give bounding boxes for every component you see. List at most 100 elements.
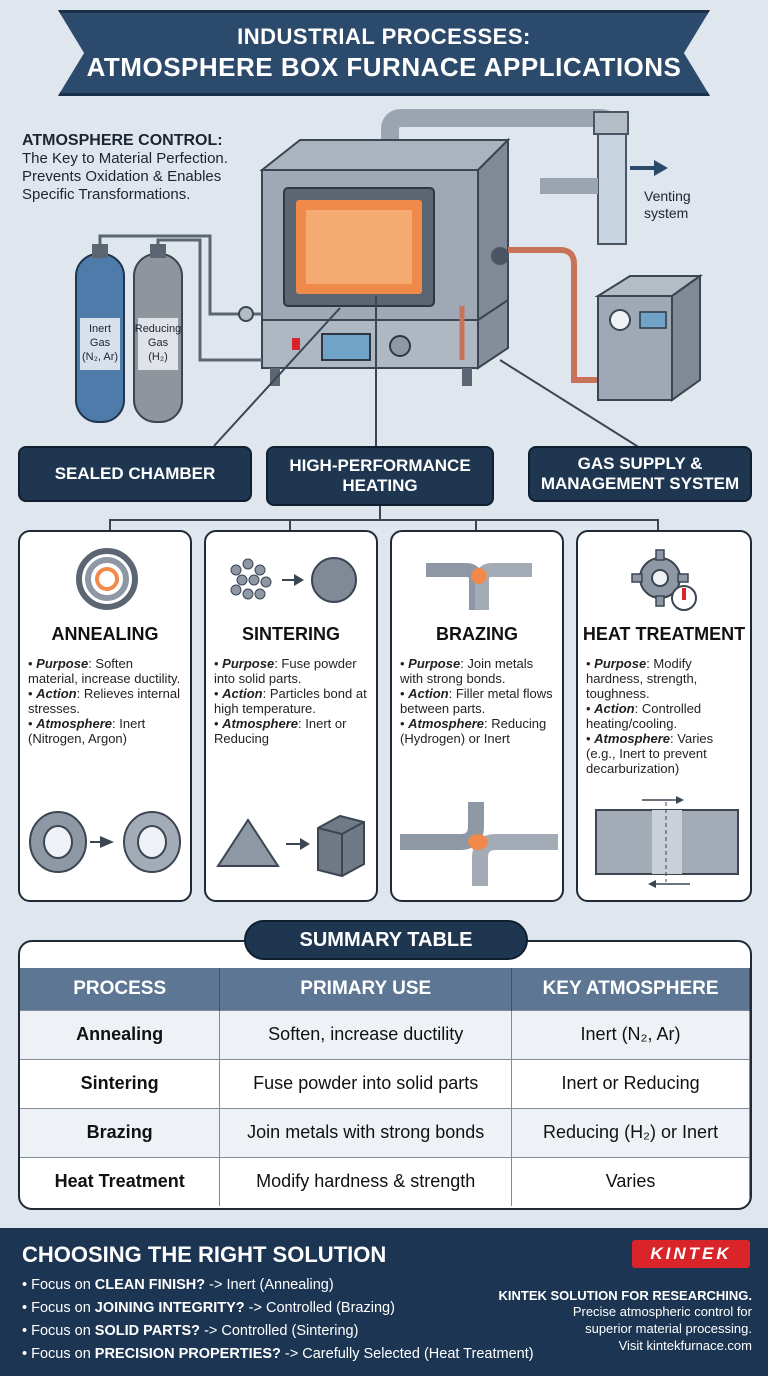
furnace-leg-right (462, 368, 472, 386)
title-banner: INDUSTRIAL PROCESSES: ATMOSPHERE BOX FUR… (58, 10, 710, 96)
summary-table-box: PROCESS PRIMARY USE KEY ATMOSPHERE Annea… (18, 940, 752, 1210)
list-item: • Focus on CLEAN FINISH? -> Inert (Annea… (22, 1277, 334, 1293)
reducing-gas-label-bg (138, 318, 178, 370)
list-item: • Action: Particles bond at high tempera… (214, 686, 367, 716)
vent-arrow-head (654, 160, 668, 176)
callout-gas-line-2: MANAGEMENT SYSTEM (540, 474, 740, 493)
kintek-tagline: KINTEK SOLUTION FOR RESEARCHING. Precise… (498, 1288, 752, 1354)
card-annealing: ANNEALING • Purpose: Soften material, in… (18, 530, 192, 902)
branch-line-main (109, 519, 659, 536)
table-row: Annealing Soften, increase ductility Ine… (20, 1009, 750, 1059)
table-cell: Annealing (20, 1009, 221, 1059)
chamber-glow-inner (306, 210, 412, 284)
inert-cylinder-valve (92, 244, 108, 258)
table-row: Heat Treatment Modify hardness & strengt… (20, 1156, 750, 1206)
intro-heading: ATMOSPHERE CONTROL: (22, 132, 223, 149)
reducing-gas-label-3: (H₂) (148, 351, 168, 363)
table-cell: Inert (N₂, Ar) (511, 1009, 750, 1059)
ring-transform-icon (29, 811, 181, 873)
gas-line-2 (156, 238, 262, 362)
callout-sealed-label: SEALED CHAMBER (54, 464, 216, 483)
callout-gas-line-1: GAS SUPPLY & (577, 454, 703, 473)
metal-bar-icon (595, 796, 739, 888)
card-title-sintering: SINTERING (241, 624, 340, 644)
connector-gas (499, 359, 641, 449)
reducing-gas-label-1: Reducing (135, 323, 181, 335)
list-item: • Purpose: Join metals with strong bonds… (400, 656, 534, 686)
table-cell: Brazing (20, 1107, 221, 1157)
list-item: • Purpose: Modify hardness, strength, to… (586, 656, 698, 701)
table-cell: Heat Treatment (20, 1156, 221, 1206)
list-item: • Focus on PRECISION PROPERTIES? -> Care… (22, 1346, 534, 1362)
brazed-joint-icon (426, 563, 532, 610)
reducing-cylinder-valve (150, 244, 166, 258)
card-title-annealing: ANNEALING (51, 624, 159, 644)
table-cell: Join metals with strong bonds (219, 1107, 513, 1157)
card-sintering: SINTERING • Purpose: Fuse powder into so… (204, 530, 378, 902)
tagline-1: KINTEK SOLUTION FOR RESEARCHING. (498, 1288, 752, 1303)
tagline-2: Precise atmospheric control for (572, 1304, 752, 1319)
callout-heating-line-2: HEATING (342, 476, 418, 495)
furnace-illustration: Inert Gas (N₂, Ar) Reducing Gas (H₂) (75, 109, 704, 449)
furnace-leg-left (270, 368, 280, 386)
card-title-heat-treatment: HEAT TREATMENT (582, 624, 746, 644)
atmosphere-intro: ATMOSPHERE CONTROL: The Key to Material … (22, 132, 282, 204)
gas-unit-side (671, 274, 701, 402)
inert-gas-label-2: Gas (90, 337, 111, 349)
list-item: • Atmosphere: Varies (e.g., Inert to pre… (586, 731, 714, 776)
inert-gas-label-bg (80, 318, 120, 370)
choosing-heading: CHOOSING THE RIGHT SOLUTION (22, 1242, 387, 1267)
table-cell: Soften, increase ductility (219, 1009, 513, 1059)
table-cell: Inert or Reducing (511, 1058, 750, 1108)
connector-sealed (213, 307, 341, 447)
intro-line-2: Prevents Oxidation & Enables (22, 168, 222, 185)
title-line-1: INDUSTRIAL PROCESSES: (237, 23, 531, 49)
card-brazing: BRAZING • Purpose: Join metals with stro… (390, 530, 564, 902)
venting-line-2: system (644, 205, 689, 221)
list-item: • Atmosphere: Inert or Reducing (214, 716, 347, 746)
heat-treatment-list: • Purpose: Modify hardness, strength, to… (586, 656, 744, 776)
list-item: • Atmosphere: Reducing (Hydrogen) or Ine… (400, 716, 547, 746)
callout-heating-line-1: HIGH-PERFORMANCE (289, 456, 471, 475)
summary-title: SUMMARY TABLE (244, 920, 528, 960)
list-item: • Action: Relieves internal stresses. (28, 686, 180, 716)
website-link[interactable]: Visit kintekfurnace.com (618, 1338, 752, 1353)
list-item: • Focus on JOINING INTEGRITY? -> Control… (22, 1300, 395, 1316)
vent-top-cap (593, 111, 629, 135)
intro-line-1: The Key to Material Perfection. (22, 150, 228, 167)
title-line-2: ATMOSPHERE BOX FURNACE APPLICATIONS (86, 51, 682, 82)
inert-gas-label-3: (N₂, Ar) (82, 351, 118, 363)
table-cell: Varies (511, 1156, 750, 1206)
reducing-gas-label-2: Gas (148, 337, 169, 349)
annealing-list: • Purpose: Soften material, increase duc… (28, 656, 184, 746)
list-item: • Purpose: Fuse powder into solid parts. (214, 656, 357, 686)
list-item: • Purpose: Soften material, increase duc… (28, 656, 181, 686)
gas-valve-icon (238, 306, 254, 322)
callout-heating: HIGH-PERFORMANCE HEATING (266, 446, 494, 506)
powder-pile-to-cube-icon (216, 814, 365, 878)
brazing-list: • Purpose: Join metals with strong bonds… (400, 656, 556, 746)
copper-pipe-1 (508, 247, 598, 383)
list-item: • Action: Controlled heating/cooling. (586, 701, 702, 731)
list-item: • Atmosphere: Inert (Nitrogen, Argon) (28, 716, 146, 746)
brazed-pipes-icon (400, 802, 558, 886)
gear-thermometer-icon (631, 549, 697, 611)
intro-line-3: Specific Transformations. (22, 186, 191, 203)
gas-line-1 (98, 234, 262, 316)
control-display (321, 333, 371, 361)
callout-gas-supply: GAS SUPPLY & MANAGEMENT SYSTEM (528, 446, 752, 502)
table-header-key-atmosphere: KEY ATMOSPHERE (511, 968, 750, 1010)
powder-to-solid-icon (230, 557, 357, 603)
list-item: • Focus on SOLID PARTS? -> Controlled (S… (22, 1323, 359, 1339)
coil-icon (76, 548, 138, 610)
control-panel-side (477, 298, 509, 370)
table-cell: Fuse powder into solid parts (219, 1058, 513, 1108)
control-switch (292, 338, 300, 350)
card-title-brazing: BRAZING (436, 624, 518, 644)
summary-table: PROCESS PRIMARY USE KEY ATMOSPHERE Annea… (20, 968, 750, 1206)
tagline-3: superior material processing. (585, 1321, 752, 1336)
choosing-section: CHOOSING THE RIGHT SOLUTION • Focus on C… (0, 1228, 768, 1376)
card-heat-treatment: HEAT TREATMENT • Purpose: Modify hardnes… (576, 530, 752, 902)
sintering-list: • Purpose: Fuse powder into solid parts.… (214, 656, 370, 746)
table-cell: Reducing (H₂) or Inert (511, 1107, 750, 1157)
